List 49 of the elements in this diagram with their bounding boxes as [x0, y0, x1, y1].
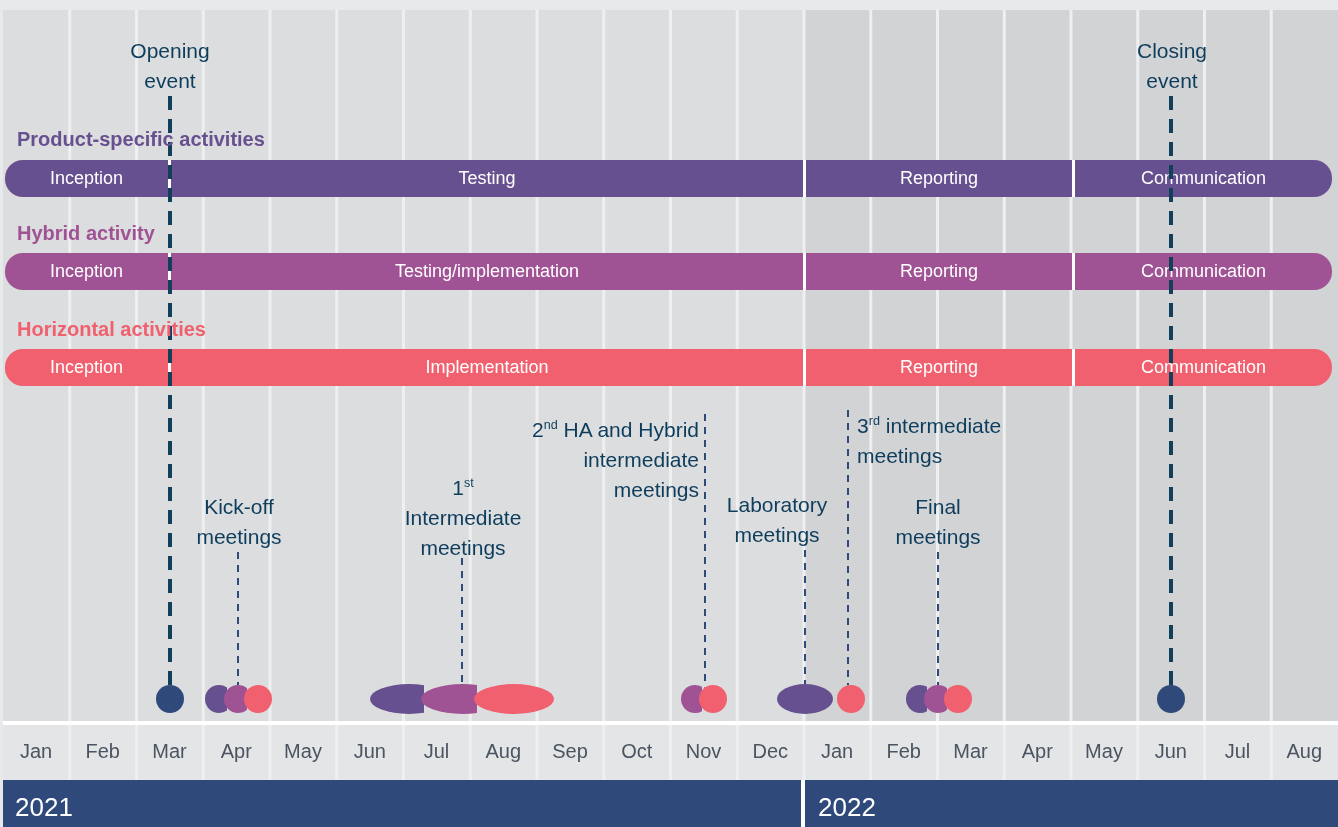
phase-bar: Testing — [168, 160, 803, 197]
year-label: 2022 — [818, 792, 876, 823]
month-label: Jun — [352, 740, 387, 763]
milestone-label: Closing event — [1112, 36, 1232, 96]
month-label: Sep — [551, 740, 589, 763]
leader-line — [847, 409, 849, 687]
milestone-label: Kick-off meetings — [174, 492, 304, 552]
month-label: Feb — [84, 740, 121, 763]
row-heading: Hybrid activity — [17, 222, 155, 245]
milestone-label: Final meetings — [883, 492, 993, 552]
phase-bar: Communication — [1072, 160, 1332, 197]
leader-line — [237, 551, 239, 686]
phase-bar: Reporting — [803, 349, 1072, 386]
month-label: Oct — [620, 740, 654, 763]
year-label: 2021 — [15, 792, 73, 823]
month-label: Jun — [1153, 740, 1188, 763]
milestone-label: Laboratory meetings — [712, 490, 842, 550]
month-label: May — [283, 740, 323, 763]
month-label: Aug — [484, 740, 523, 763]
milestone-label: 3$^{rd}$ intermediate meetings — [857, 406, 1057, 471]
month-label: Jul — [1223, 740, 1252, 763]
month-label: Jan — [18, 740, 54, 763]
month-label: Apr — [1020, 740, 1054, 763]
phase-bar: Inception — [5, 349, 168, 386]
phase-bar: Inception — [5, 253, 168, 290]
leader-line — [168, 96, 172, 685]
month-label: Jan — [819, 740, 855, 763]
milestone-label: Opening event — [110, 36, 230, 96]
month-label: Mar — [151, 740, 188, 763]
month-label: Jul — [422, 740, 451, 763]
leader-line — [937, 551, 939, 686]
phase-bar: Inception — [5, 160, 168, 197]
month-label: Feb — [885, 740, 922, 763]
phase-bar: Communication — [1072, 349, 1332, 386]
month-label: Aug — [1285, 740, 1324, 763]
phase-bar: Implementation — [168, 349, 803, 386]
leader-line — [1169, 96, 1173, 685]
phase-bar: Testing/implementation — [168, 253, 803, 290]
phase-bar: Reporting — [803, 253, 1072, 290]
month-label: Apr — [219, 740, 253, 763]
month-label: May — [1084, 740, 1124, 763]
month-label: Nov — [684, 740, 723, 763]
leader-line — [461, 557, 463, 685]
month-label: Dec — [751, 740, 790, 763]
row-heading: Product-specific activities — [17, 128, 265, 151]
month-label: Mar — [952, 740, 989, 763]
phase-bar: Reporting — [803, 160, 1072, 197]
phase-bar: Communication — [1072, 253, 1332, 290]
leader-line — [804, 549, 806, 685]
